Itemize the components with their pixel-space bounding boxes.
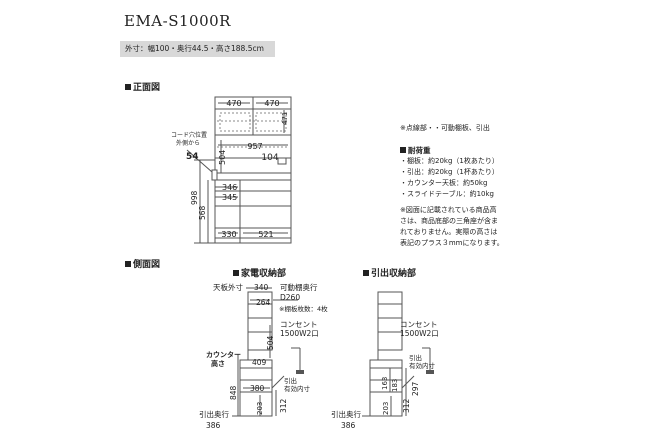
counter-label-2: 高さ: [211, 359, 225, 368]
dim-d386: 386: [206, 421, 221, 430]
dim-h504: 504: [218, 150, 227, 165]
load-item: ・引出：約20kg（1杯あたり）: [400, 168, 499, 176]
dim-h297: 297: [411, 381, 420, 396]
front-dimension-labels: 470 470 471 957 104 504 54 346 345 998 5…: [171, 99, 289, 239]
drawer-depth-2: 有効内寸: [284, 384, 311, 393]
drawer-pull-depth: 引出奥行: [331, 409, 361, 419]
dim-d260: D260: [280, 293, 300, 302]
drawer-outlet-1: コンセント: [400, 320, 438, 329]
drawer-section-heading: 引出収納部: [363, 266, 416, 279]
disclaimer: ※図面に記載されている商品高 さは、商品底部の三角座が含ま れておりません。実際…: [400, 205, 504, 249]
dim-upper-h: 471: [281, 112, 289, 125]
drawer-side-cabinet: [369, 291, 403, 417]
model-title: EMA-S1000R: [124, 12, 231, 30]
dim-h312: 312: [279, 398, 288, 413]
dim-outlet-side: 54: [186, 152, 199, 162]
front-view-heading: 正面図: [125, 80, 160, 93]
dim-cutout: 104: [261, 153, 278, 163]
dim-h183: 183: [391, 379, 399, 392]
drawer-dim-d386: 386: [341, 421, 356, 430]
dim-h568: 568: [198, 205, 207, 220]
dim-drawer2: 345: [222, 193, 237, 202]
drawer-depth-2: 有効内寸: [409, 361, 436, 370]
movable-shelf-label: 可動棚奥行: [280, 282, 318, 292]
outlet-label-1: コンセント: [280, 320, 318, 329]
pull-depth-label: 引出奥行: [199, 409, 229, 419]
load-item: ・棚板：約20kg（1枚あたり）: [400, 157, 499, 165]
drawer-depth-1: 引出: [409, 353, 422, 362]
load-title: 耐荷重: [400, 145, 431, 156]
outlet-note-1: コード穴位置: [171, 131, 207, 139]
drawer-outlet-2: 1500W2口: [400, 329, 439, 338]
dim-drawer1: 346: [222, 183, 237, 192]
outlet-note-2: 外側から: [176, 139, 200, 147]
shelf-count: ※棚板枚数：4枚: [279, 304, 328, 313]
appliance-side-labels: 天板外寸 340 可動棚奥行 D260 264 ※棚板枚数：4枚 コンセント 1…: [199, 282, 328, 430]
dimensions-bar: 外寸：幅100・奥行44.5・高さ188.5cm: [120, 41, 275, 57]
disclaimer-line: さは、商品底部の三角座が含ま: [400, 217, 498, 225]
dim-total-w: 957: [247, 142, 262, 151]
top-depth-label: 天板外寸: [213, 282, 243, 292]
drawer-side-labels: コンセント 1500W2口 引出 有効内寸 163 183 297 312 20…: [331, 320, 439, 430]
legend-note: ※点線部・・可動棚板、引出: [400, 124, 490, 132]
appliance-side-cabinet: [239, 291, 273, 417]
load-list: ・棚板：約20kg（1枚あたり） ・引出：約20kg（1杯あたり） ・カウンター…: [400, 156, 499, 200]
disclaimer-line: ※図面に記載されている商品高: [400, 206, 497, 214]
load-item: ・スライドテーブル：約10kg: [400, 190, 494, 198]
dim-h998: 998: [190, 190, 199, 205]
dim-d380: 380: [250, 384, 265, 393]
load-item: ・カウンター天板：約50kg: [400, 179, 488, 187]
dim-bottom-left: 330: [221, 230, 236, 239]
disclaimer-line: 表記のプラス３mmになります。: [400, 239, 504, 247]
dim-h504-side: 504: [266, 335, 275, 350]
counter-label-1: カウンター: [206, 350, 241, 359]
dim-upper-right: 470: [264, 99, 279, 108]
dim-d340: 340: [254, 283, 269, 292]
dim-upper-left: 470: [226, 99, 241, 108]
dim-h312-drawer: 312: [402, 398, 411, 413]
side-view-heading: 側面図: [125, 257, 160, 270]
dim-d409: 409: [252, 358, 267, 367]
dim-d264: 264: [256, 298, 271, 307]
dim-h848: 848: [229, 385, 238, 400]
appliance-section-heading: 家電収納部: [233, 266, 286, 279]
dim-h203-drawer: 203: [382, 402, 390, 415]
dim-bottom-right: 521: [258, 230, 273, 239]
front-cabinet: [211, 96, 292, 244]
outlet-label-2: 1500W2口: [280, 329, 319, 338]
dim-h203: 203: [256, 402, 264, 415]
disclaimer-line: れておりません。実際の高さは: [400, 228, 498, 236]
dim-h163: 163: [381, 377, 389, 390]
drawer-depth-1: 引出: [284, 376, 297, 385]
